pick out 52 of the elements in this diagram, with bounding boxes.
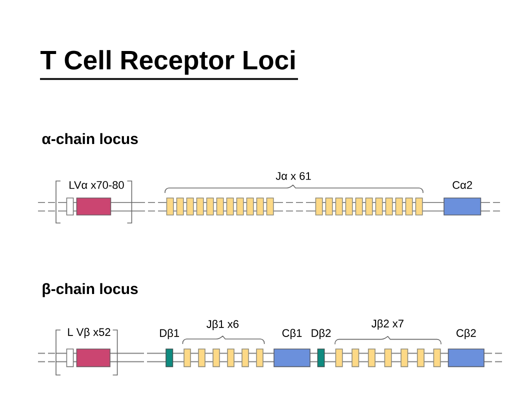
segment-label: Cα2: [452, 181, 472, 189]
gene-segment: [325, 198, 333, 216]
segment-label: Dβ1: [160, 328, 179, 340]
gene-segment: [212, 348, 220, 368]
gene-segment: [206, 198, 214, 216]
bracket-label: LVα x70-80: [70, 181, 124, 189]
gene-segment: [395, 198, 403, 216]
gene-segment: [66, 198, 74, 216]
section-heading: α-chain locus: [42, 133, 138, 144]
gene-segment: [227, 348, 234, 368]
gene-segment: [405, 198, 413, 216]
gene-segment: [416, 348, 424, 368]
brace-label: Jα x 61: [276, 172, 311, 180]
bracket-label: L Vβ x52: [68, 328, 110, 338]
gene-segment: [186, 198, 194, 216]
gene-segment: [256, 198, 264, 216]
segment-label: Dβ2: [312, 328, 331, 340]
brace-label: Jβ1 x6: [206, 320, 239, 330]
gene-segment: [385, 198, 393, 216]
gene-segment: [415, 198, 423, 216]
section-heading: β-chain locus: [42, 283, 138, 298]
gene-segment: [400, 348, 408, 368]
gene-segment: [345, 198, 353, 216]
segment-label: Cβ2: [456, 328, 476, 340]
gene-segment: [335, 198, 343, 216]
gene-segment: [433, 348, 441, 368]
gene-segment: [196, 198, 204, 216]
gene-segment: [384, 348, 392, 368]
gene-segment: [66, 348, 74, 368]
gene-segment: [226, 198, 234, 216]
gene-segment: [184, 348, 191, 368]
gene-segment: [176, 198, 184, 216]
gene-segment: [216, 198, 224, 216]
gene-segment: [315, 198, 323, 216]
gene-segment: [242, 348, 249, 368]
gene-segment: [352, 348, 360, 368]
gene-segment: [266, 198, 274, 216]
gene-segment: [166, 198, 174, 216]
brace-label: Jβ2 x7: [372, 319, 404, 330]
gene-segment: [355, 198, 363, 216]
gene-segment: [365, 198, 373, 216]
segment-label: Cβ1: [282, 328, 302, 340]
gene-segment: [256, 348, 264, 368]
gene-segment: [76, 198, 112, 216]
gene-segment: [375, 198, 383, 216]
gene-segment: [335, 348, 343, 368]
gene-segment: [368, 348, 376, 368]
title: T Cell Receptor Loci: [40, 50, 295, 75]
gene-segment: [246, 198, 254, 216]
gene-segment: [76, 348, 110, 368]
gene-segment: [236, 198, 244, 216]
gene-segment: [198, 348, 206, 368]
